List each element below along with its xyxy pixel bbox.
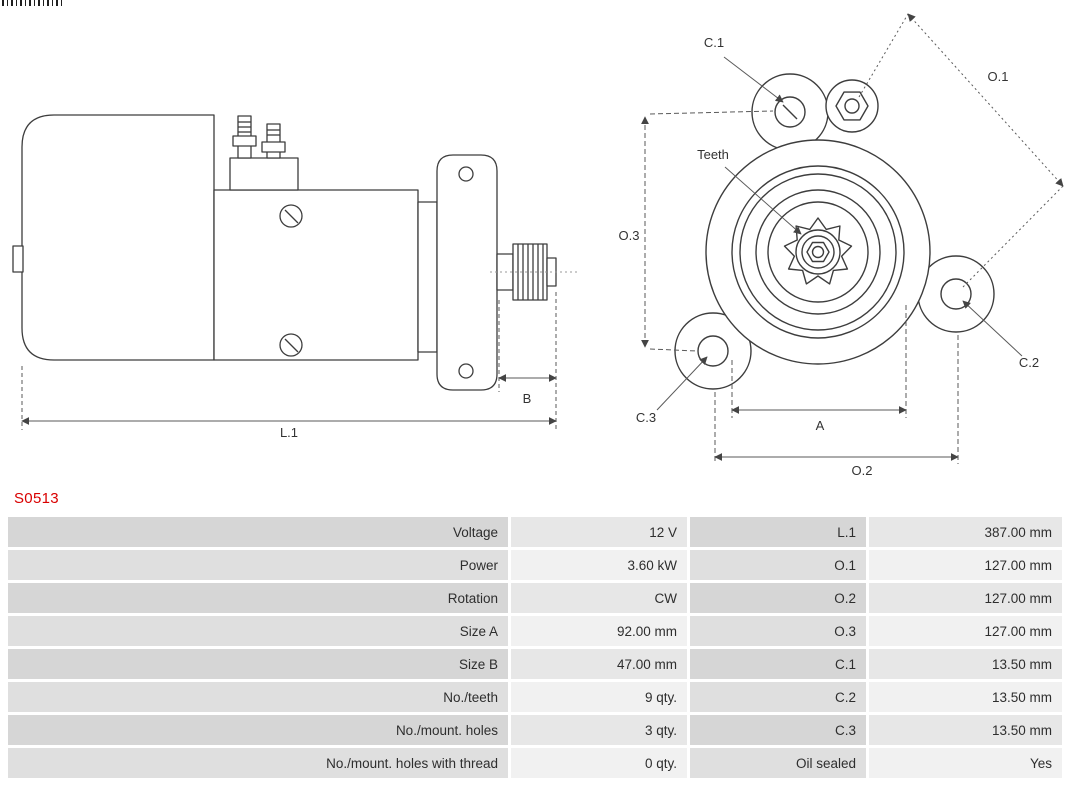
spec-label-cell: L.1 — [690, 517, 866, 547]
spec-label-cell: Size A — [8, 616, 508, 646]
spec-label-cell: No./mount. holes with thread — [8, 748, 508, 778]
flange-hole — [458, 363, 474, 379]
spec-label-cell: Voltage — [8, 517, 508, 547]
spec-value-cell: 3.60 kW — [511, 550, 687, 580]
spec-row: No./teeth 9 qty. C.2 13.50 mm — [8, 682, 1062, 712]
spec-value-cell: 0 qty. — [511, 748, 687, 778]
spec-row: Rotation CW O.2 127.00 mm — [8, 583, 1062, 613]
motor-body — [213, 189, 419, 361]
motor-housing — [21, 114, 215, 361]
dim-label-c3: C.3 — [636, 410, 656, 425]
spec-label-cell: No./mount. holes — [8, 715, 508, 745]
spec-value-cell: 12 V — [511, 517, 687, 547]
dim-label-o2: O.2 — [852, 463, 873, 478]
leader-c2 — [962, 300, 1023, 357]
spec-table: Voltage 12 V L.1 387.00 mm Power 3.60 kW… — [8, 517, 1062, 778]
spec-label-cell: O.1 — [690, 550, 866, 580]
spec-value-cell: 3 qty. — [511, 715, 687, 745]
spec-label-cell: C.3 — [690, 715, 866, 745]
hex-bolt — [835, 91, 869, 121]
spec-row: No./mount. holes 3 qty. C.3 13.50 mm — [8, 715, 1062, 745]
part-number: S0513 — [14, 490, 59, 507]
leader-c3 — [656, 356, 708, 411]
spec-value-cell: 127.00 mm — [869, 583, 1062, 613]
spec-value-cell: 92.00 mm — [511, 616, 687, 646]
terminal-nut — [232, 135, 257, 147]
dim-label-l1: L.1 — [280, 425, 298, 440]
spec-value-cell: 127.00 mm — [869, 550, 1062, 580]
starter-front-view — [674, 73, 995, 390]
shaft-hex — [806, 241, 830, 263]
dim-label-b: B — [523, 391, 532, 406]
leader-c1 — [723, 56, 784, 103]
starter-side-view — [12, 114, 557, 391]
spec-value-cell: 13.50 mm — [869, 649, 1062, 679]
logo-fragment — [2, 0, 64, 6]
terminal-nut — [261, 141, 286, 153]
terminal-stud — [266, 123, 281, 159]
dim-label-o3: O.3 — [619, 228, 640, 243]
spec-label-cell: O.2 — [690, 583, 866, 613]
spec-row: Size A 92.00 mm O.3 127.00 mm — [8, 616, 1062, 646]
spec-label-cell: O.3 — [690, 616, 866, 646]
dim-label-o1: O.1 — [988, 69, 1009, 84]
spec-label-cell: Power — [8, 550, 508, 580]
terminal-base — [229, 157, 299, 191]
dim-label-teeth: Teeth — [697, 147, 729, 162]
spec-label-cell: No./teeth — [8, 682, 508, 712]
spec-label-cell: C.2 — [690, 682, 866, 712]
dim-label-c1: C.1 — [704, 35, 724, 50]
spec-label-cell: Rotation — [8, 583, 508, 613]
spec-row: No./mount. holes with thread 0 qty. Oil … — [8, 748, 1062, 778]
side-dimensions — [21, 271, 580, 430]
mounting-flange — [436, 154, 498, 391]
spec-value-cell: 47.00 mm — [511, 649, 687, 679]
spec-value-cell: Yes — [869, 748, 1062, 778]
housing-nub — [12, 245, 24, 273]
technical-drawing: B L.1 — [12, 13, 1064, 478]
spec-row: Power 3.60 kW O.1 127.00 mm — [8, 550, 1062, 580]
spec-label-cell: Size B — [8, 649, 508, 679]
dim-label-c2: C.2 — [1019, 355, 1039, 370]
spec-value-cell: 13.50 mm — [869, 715, 1062, 745]
spec-value-cell: 13.50 mm — [869, 682, 1062, 712]
drive-step — [417, 201, 438, 353]
dim-label-a: A — [816, 418, 825, 433]
spec-label-cell: C.1 — [690, 649, 866, 679]
spec-value-cell: 387.00 mm — [869, 517, 1062, 547]
spec-row: Size B 47.00 mm C.1 13.50 mm — [8, 649, 1062, 679]
spec-value-cell: 9 qty. — [511, 682, 687, 712]
flange-hole — [458, 166, 474, 182]
spec-row: Voltage 12 V L.1 387.00 mm — [8, 517, 1062, 547]
spec-value-cell: CW — [511, 583, 687, 613]
leader-teeth — [724, 166, 802, 235]
front-dimensions — [641, 13, 1064, 464]
spec-label-cell: Oil sealed — [690, 748, 866, 778]
spec-value-cell: 127.00 mm — [869, 616, 1062, 646]
